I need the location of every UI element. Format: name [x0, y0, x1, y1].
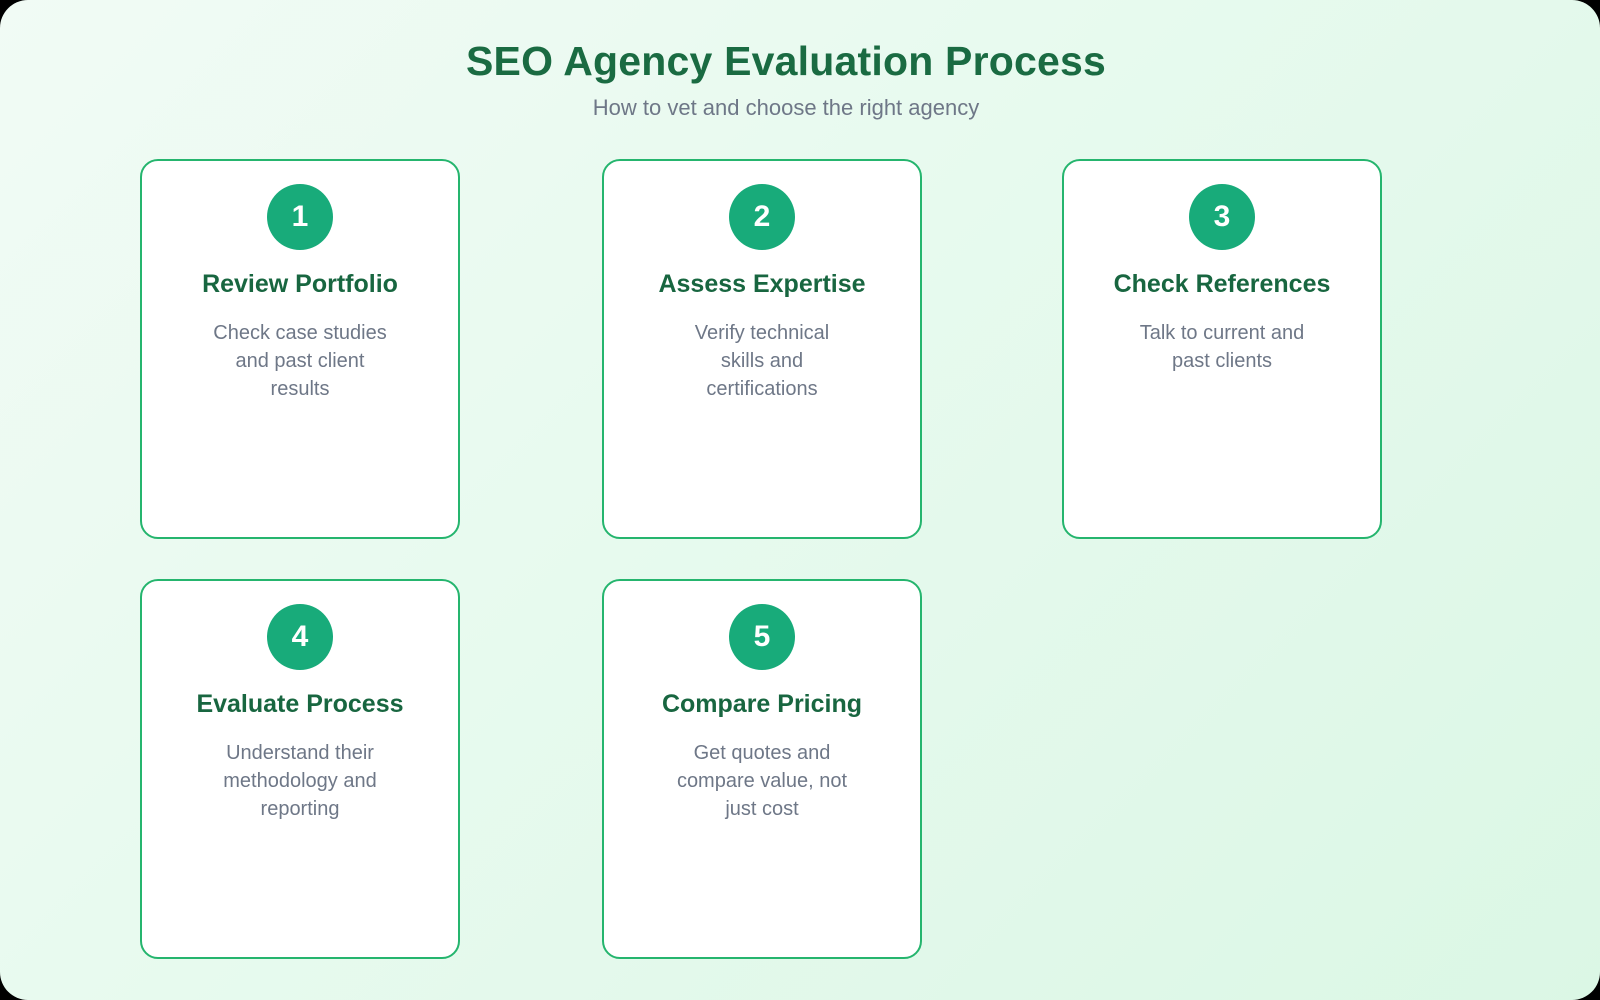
step-number-badge: 4	[267, 604, 333, 670]
step-description: Talk to current and past clients	[1139, 322, 1305, 372]
step-card-5: 5 Compare Pricing Get quotes and compare…	[602, 579, 922, 959]
step-number-badge: 2	[729, 184, 795, 250]
step-description: Check case studies and past client resul…	[213, 322, 387, 400]
step-number-badge: 5	[729, 604, 795, 670]
step-title: Check References	[1113, 270, 1331, 298]
page-title: SEO Agency Evaluation Process	[465, 38, 1107, 84]
step-number: 5	[753, 620, 771, 653]
header: SEO Agency Evaluation Process How to vet…	[0, 38, 1572, 121]
step-title: Evaluate Process	[196, 690, 404, 718]
step-number: 4	[291, 620, 309, 653]
step-card-4: 4 Evaluate Process Understand their meth…	[140, 579, 460, 959]
step-description: Understand their methodology and reporti…	[223, 742, 377, 820]
step-card-2: 2 Assess Expertise Verify technical skil…	[602, 159, 922, 539]
step-number: 1	[291, 200, 309, 233]
step-description: Verify technical skills and certificatio…	[694, 322, 830, 400]
page-subtitle: How to vet and choose the right agency	[592, 95, 980, 121]
step-title: Compare Pricing	[661, 690, 863, 718]
step-card-3: 3 Check References Talk to current and p…	[1062, 159, 1382, 539]
step-number-badge: 1	[267, 184, 333, 250]
step-description: Get quotes and compare value, not just c…	[676, 742, 848, 820]
step-card-1: 1 Review Portfolio Check case studies an…	[140, 159, 460, 539]
step-title: Review Portfolio	[202, 270, 398, 298]
step-number: 3	[1213, 200, 1231, 233]
step-number-badge: 3	[1189, 184, 1255, 250]
step-number: 2	[753, 200, 771, 233]
step-title: Assess Expertise	[658, 270, 866, 298]
